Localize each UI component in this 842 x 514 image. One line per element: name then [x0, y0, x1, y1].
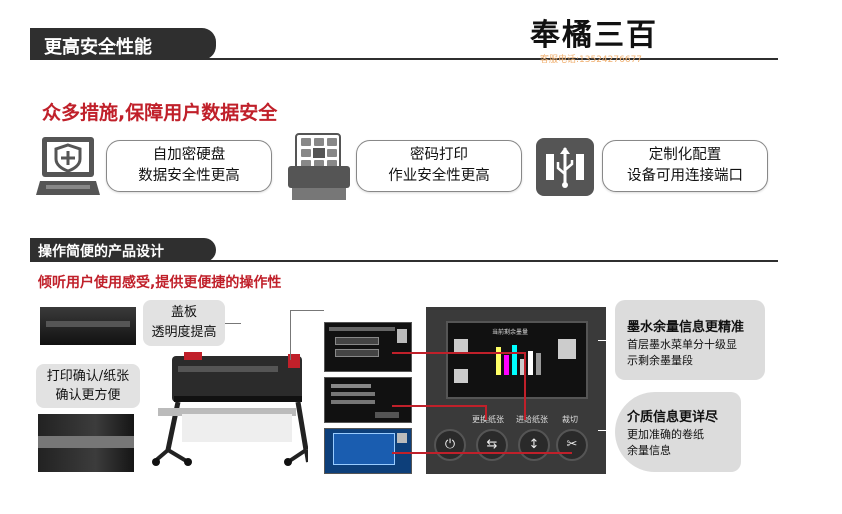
screen-menu-1: [324, 322, 412, 372]
screen-menu-3: [324, 428, 412, 474]
callout-media-line2: 余量信息: [627, 444, 671, 457]
connector-line: [290, 310, 291, 360]
feature-line1: 密码打印: [410, 147, 468, 163]
panel-settings-icon[interactable]: [558, 339, 576, 359]
connector-red: [524, 352, 526, 420]
section-title: 更高安全性能: [44, 37, 152, 58]
feature-pill-custom-config: 定制化配置 设备可用连接端口: [602, 140, 768, 192]
change-paper-button[interactable]: ⇆: [476, 429, 508, 461]
cover-photo: [40, 307, 136, 345]
callout-cover-line1: 盖板: [170, 305, 197, 320]
connector-line: [598, 430, 615, 431]
panel-btn-label: 更换纸张: [472, 415, 504, 424]
section-header-usability: 操作简便的产品设计: [30, 238, 216, 262]
section-divider: [30, 260, 778, 262]
callout-confirm-line1: 打印确认/纸张: [46, 369, 130, 384]
feature-pill-password-print: 密码打印 作业安全性更高: [356, 140, 522, 192]
section-header-security: 更高安全性能: [30, 28, 216, 60]
connector-line: [290, 310, 324, 311]
feature-line1: 定制化配置: [648, 147, 722, 163]
section-title: 操作简便的产品设计: [38, 244, 164, 260]
connector-red: [392, 405, 486, 407]
callout-cover: 盖板 透明度提高: [143, 300, 225, 346]
panel-screen: 当前剩余墨量: [446, 321, 588, 399]
connector-red: [392, 352, 526, 354]
back-icon[interactable]: [454, 369, 468, 383]
shield-monitor-icon: [36, 135, 102, 201]
feature-line2: 设备可用连接端口: [627, 168, 743, 184]
brand-phone: 客服电话:13524276677: [540, 55, 643, 65]
callout-media-line1: 更加准确的卷纸: [627, 428, 704, 441]
usb-icon: [534, 136, 596, 198]
callout-ink-line1: 首层墨水菜单分十级显: [627, 338, 737, 351]
callout-media-title: 介质信息更详尽: [627, 410, 719, 425]
paper-confirm-photo: [38, 414, 134, 472]
brand-logo: 奉橘三百: [530, 18, 658, 53]
panel-btn-label: 裁切: [562, 415, 578, 424]
connector-line: [598, 340, 615, 341]
callout-cover-line2: 透明度提高: [151, 325, 217, 340]
callout-ink-title: 墨水余量信息更精准: [627, 320, 745, 335]
feature-line2: 数据安全性更高: [138, 168, 240, 184]
callout-ink-info: 墨水余量信息更精准 首层墨水菜单分十级显 示剩余墨量段: [615, 300, 765, 380]
section-subtitle: 众多措施,保障用户数据安全: [42, 102, 278, 124]
connector-red: [485, 405, 487, 420]
section-divider: [30, 58, 778, 60]
printer-illustration: [148, 350, 310, 470]
connector-line: [225, 323, 241, 324]
control-panel: 当前剩余墨量 更换纸张 进给纸张 裁切 ⏻ ⇆ ↕ ✂: [426, 307, 606, 474]
home-icon[interactable]: [454, 339, 468, 353]
connector-red: [392, 452, 572, 454]
panel-btn-label: 进给纸张: [516, 415, 548, 424]
section-subtitle: 倾听用户使用感受,提供更便捷的操作性: [38, 275, 282, 291]
keypad-printer-icon: [286, 132, 352, 204]
feature-line2: 作业安全性更高: [388, 168, 490, 184]
callout-confirm-line2: 确认更方便: [55, 388, 121, 403]
ink-level-bars: [496, 341, 548, 375]
feed-paper-button[interactable]: ↕: [518, 429, 550, 461]
callout-media-info: 介质信息更详尽 更加准确的卷纸 余量信息: [615, 392, 741, 472]
panel-screen-title: 当前剩余墨量: [492, 329, 529, 336]
callout-confirm: 打印确认/纸张 确认更方便: [36, 364, 140, 408]
cut-button[interactable]: ✂: [556, 429, 588, 461]
power-button[interactable]: ⏻: [434, 429, 466, 461]
screen-menu-2: [324, 377, 412, 423]
feature-pill-encrypted-disk: 自加密硬盘 数据安全性更高: [106, 140, 272, 192]
feature-line1: 自加密硬盘: [152, 147, 226, 163]
callout-ink-line2: 示剩余墨量段: [627, 354, 693, 367]
